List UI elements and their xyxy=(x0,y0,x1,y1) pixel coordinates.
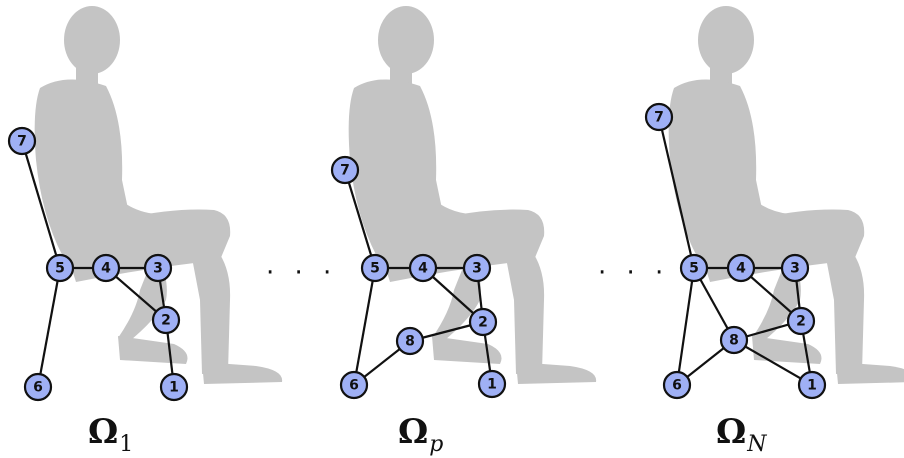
node-label: 1 xyxy=(487,377,497,393)
node-5: 5 xyxy=(679,253,709,283)
node-circle xyxy=(159,372,189,402)
caption-omega-p: Ωp xyxy=(398,412,443,457)
node-label: 2 xyxy=(478,315,488,331)
node-2: 2 xyxy=(151,305,181,335)
node-label: 5 xyxy=(689,261,699,277)
node-8: 8 xyxy=(395,326,425,356)
node-2: 2 xyxy=(468,307,498,337)
node-4: 4 xyxy=(726,253,756,283)
node-label: 2 xyxy=(161,313,171,329)
node-label: 1 xyxy=(169,380,179,396)
node-circle xyxy=(644,102,674,132)
caption-base: Ω xyxy=(88,412,119,452)
node-circle xyxy=(91,253,121,283)
node-label: 7 xyxy=(654,110,664,126)
caption-subscript: 1 xyxy=(119,432,134,457)
node-circle xyxy=(797,370,827,400)
graph-panel-3: 1 2 3 4 5 6 7 8 xyxy=(644,102,827,400)
node-6: 6 xyxy=(662,370,692,400)
node-circle xyxy=(45,253,75,283)
node-circle xyxy=(151,305,181,335)
node-7: 7 xyxy=(330,155,360,185)
node-8: 8 xyxy=(719,325,749,355)
node-5: 5 xyxy=(360,253,390,283)
node-label: 4 xyxy=(418,261,428,277)
node-circle xyxy=(360,253,390,283)
node-circle xyxy=(786,306,816,336)
node-circle xyxy=(23,372,53,402)
edge-7-5 xyxy=(20,140,62,269)
node-circle xyxy=(395,326,425,356)
node-1: 1 xyxy=(159,372,189,402)
node-circle xyxy=(679,253,709,283)
caption-subscript: p xyxy=(429,432,444,457)
node-7: 7 xyxy=(7,126,37,156)
edge-7-5 xyxy=(343,169,377,269)
node-circle xyxy=(143,253,173,283)
node-label: 3 xyxy=(472,261,482,277)
node-circle xyxy=(780,253,810,283)
caption-base: Ω xyxy=(398,412,429,452)
node-6: 6 xyxy=(23,372,53,402)
node-label: 3 xyxy=(790,261,800,277)
node-circle xyxy=(468,307,498,337)
node-label: 7 xyxy=(340,163,350,179)
node-3: 3 xyxy=(780,253,810,283)
node-5: 5 xyxy=(45,253,75,283)
caption-subscript: N xyxy=(747,432,767,457)
node-label: 8 xyxy=(729,333,739,349)
node-4: 4 xyxy=(91,253,121,283)
edge-7-5 xyxy=(657,116,696,269)
node-label: 1 xyxy=(807,378,817,394)
node-label: 7 xyxy=(17,134,27,150)
node-2: 2 xyxy=(786,306,816,336)
node-label: 4 xyxy=(736,261,746,277)
node-circle xyxy=(339,370,369,400)
node-3: 3 xyxy=(462,253,492,283)
node-label: 6 xyxy=(672,378,682,394)
node-label: 6 xyxy=(349,378,359,394)
caption-base: Ω xyxy=(716,412,747,452)
node-1: 1 xyxy=(797,370,827,400)
edge-5-6 xyxy=(36,267,62,388)
node-label: 8 xyxy=(405,334,415,350)
node-label: 5 xyxy=(370,261,380,277)
edge-5-6 xyxy=(352,267,377,386)
caption-omega-n: ΩN xyxy=(716,412,767,457)
ellipsis-left: · · · xyxy=(266,258,338,288)
caption-omega-1: Ω1 xyxy=(88,412,133,457)
node-circle xyxy=(662,370,692,400)
node-4: 4 xyxy=(408,253,438,283)
graph-panel-1: 1 2 3 4 5 6 7 xyxy=(7,126,189,402)
node-circle xyxy=(462,253,492,283)
node-circle xyxy=(7,126,37,156)
node-label: 5 xyxy=(55,261,65,277)
edge-5-6 xyxy=(675,267,696,386)
node-circle xyxy=(719,325,749,355)
graph-panel-2: 1 2 3 4 5 6 7 8 xyxy=(330,155,507,400)
node-circle xyxy=(330,155,360,185)
node-3: 3 xyxy=(143,253,173,283)
node-label: 6 xyxy=(33,380,43,396)
ellipsis-right: · · · xyxy=(598,258,670,288)
node-circle xyxy=(477,369,507,399)
node-label: 2 xyxy=(796,314,806,330)
node-7: 7 xyxy=(644,102,674,132)
node-circle xyxy=(726,253,756,283)
node-label: 4 xyxy=(101,261,111,277)
node-circle xyxy=(408,253,438,283)
node-label: 3 xyxy=(153,261,163,277)
node-1: 1 xyxy=(477,369,507,399)
node-6: 6 xyxy=(339,370,369,400)
edge-8-1 xyxy=(733,339,813,386)
